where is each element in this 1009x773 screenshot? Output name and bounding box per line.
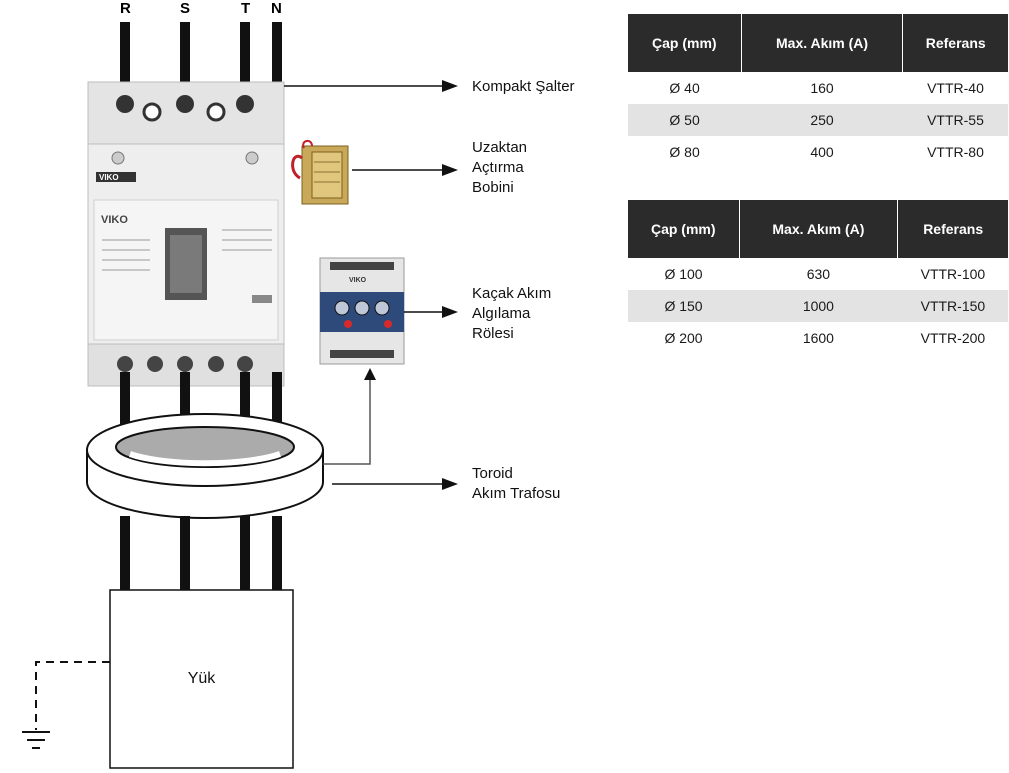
col-header-max-current: Max. Akım (A)	[741, 14, 903, 72]
label-toroid-line: Toroid	[472, 464, 560, 484]
spec-table: Çap (mm) Max. Akım (A) Referans Ø 100 63…	[628, 200, 1008, 354]
remote-trip-coil	[293, 141, 348, 204]
col-header-reference: Referans	[903, 14, 1008, 72]
relay-signal-line	[323, 368, 376, 464]
relay-brand-logo: VIKO	[349, 277, 366, 284]
table-header-row: Çap (mm) Max. Akım (A) Referans	[628, 200, 1008, 258]
label-leakage-relay-line: Algılama	[472, 304, 551, 324]
cell-max-current: 160	[741, 72, 903, 104]
table-row: Ø 200 1600 VTTR-200	[628, 322, 1008, 354]
lower-cables	[120, 516, 282, 590]
phase-label-r: R	[120, 0, 131, 17]
cell-reference: VTTR-200	[898, 322, 1008, 354]
table-row: Ø 150 1000 VTTR-150	[628, 290, 1008, 322]
col-header-reference: Referans	[898, 200, 1008, 258]
label-remote-trip-line: Açtırma	[472, 158, 527, 178]
cell-diameter: Ø 150	[628, 290, 739, 322]
compact-breaker	[88, 82, 284, 386]
leakage-relay	[320, 258, 404, 364]
col-header-diameter: Çap (mm)	[628, 14, 741, 72]
label-toroid-line: Akım Trafosu	[472, 484, 560, 504]
load-label: Yük	[110, 590, 293, 768]
cell-reference: VTTR-55	[903, 104, 1008, 136]
label-leakage-relay-line: Rölesi	[472, 324, 551, 344]
cell-max-current: 1600	[739, 322, 898, 354]
toroid-transformer	[87, 414, 323, 518]
table-row: Ø 40 160 VTTR-40	[628, 72, 1008, 104]
label-leakage-relay-line: Kaçak Akım	[472, 284, 551, 304]
label-remote-trip-line: Uzaktan	[472, 138, 527, 158]
cell-diameter: Ø 200	[628, 322, 739, 354]
cell-diameter: Ø 80	[628, 136, 741, 168]
cell-max-current: 250	[741, 104, 903, 136]
label-leakage-relay: Kaçak Akım Algılama Rölesi	[472, 284, 551, 344]
cell-max-current: 1000	[739, 290, 898, 322]
col-header-diameter: Çap (mm)	[628, 200, 739, 258]
cell-diameter: Ø 40	[628, 72, 741, 104]
col-header-max-current: Max. Akım (A)	[739, 200, 898, 258]
table-row: Ø 80 400 VTTR-80	[628, 136, 1008, 168]
cell-reference: VTTR-80	[903, 136, 1008, 168]
breaker-brand-logo: VIKO	[101, 214, 128, 226]
cell-max-current: 400	[741, 136, 903, 168]
spec-table: Çap (mm) Max. Akım (A) Referans Ø 40 160…	[628, 14, 1008, 168]
cell-diameter: Ø 100	[628, 258, 739, 290]
cell-diameter: Ø 50	[628, 104, 741, 136]
ground-symbol	[22, 662, 110, 748]
cell-max-current: 630	[739, 258, 898, 290]
label-remote-trip: Uzaktan Açtırma Bobini	[472, 138, 527, 198]
phase-label-n: N	[271, 0, 282, 17]
breaker-brand-tag: VIKO	[99, 173, 119, 182]
table-header-row: Çap (mm) Max. Akım (A) Referans	[628, 14, 1008, 72]
phase-label-s: S	[180, 0, 190, 17]
cell-reference: VTTR-150	[898, 290, 1008, 322]
cell-reference: VTTR-100	[898, 258, 1008, 290]
phase-label-t: T	[241, 0, 250, 17]
table-row: Ø 100 630 VTTR-100	[628, 258, 1008, 290]
table-row: Ø 50 250 VTTR-55	[628, 104, 1008, 136]
label-compact-switch: Kompakt Şalter	[472, 77, 575, 97]
label-toroid: Toroid Akım Trafosu	[472, 464, 560, 504]
label-remote-trip-line: Bobini	[472, 178, 527, 198]
cell-reference: VTTR-40	[903, 72, 1008, 104]
